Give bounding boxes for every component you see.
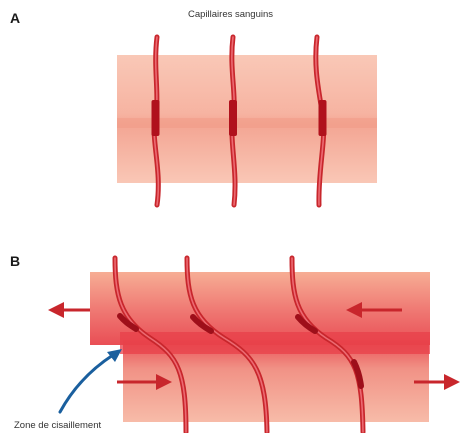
panel-b-diagram: [48, 258, 460, 432]
shear-zone-callout-arrow: [60, 349, 122, 412]
panel-a-diagram: [117, 37, 377, 205]
arrow-top-left: [48, 302, 90, 318]
